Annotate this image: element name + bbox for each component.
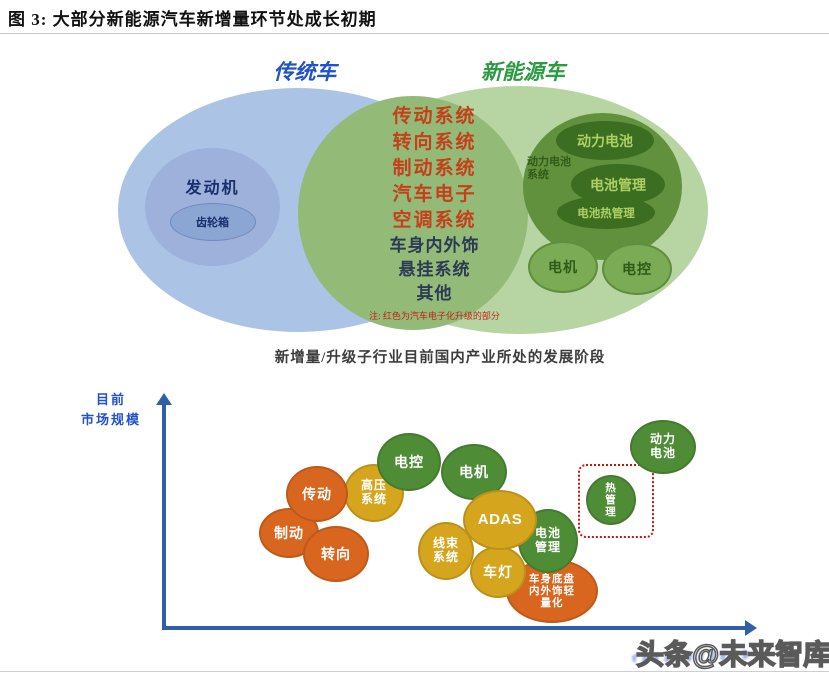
x-axis-line [162, 626, 746, 630]
thermal-management-highlight-box [578, 464, 654, 538]
overlap-item-red: 空调系统 [392, 210, 477, 231]
battery-system-label: 动力电池 系统 [527, 156, 587, 182]
battery-thermal-pill: 电池热管理 [557, 196, 655, 229]
watermark-text: 头条@未来智库 [635, 638, 829, 671]
engine-label: 发动机 [185, 179, 240, 197]
stage-bubble-热管理: 热管理 [586, 475, 636, 525]
power-battery-pill: 动力电池 [556, 121, 654, 160]
venn-overlap-ellipse [298, 96, 528, 330]
overlap-item-list: 传动系统 转向系统 制动系统 汽车电子 空调系统 车身内外饰 悬挂系统 其他 注… [337, 104, 532, 322]
overlap-item-red: 汽车电子 [392, 184, 477, 205]
stage-bubble-ADAS: ADAS [463, 490, 537, 550]
stage-bubble-传动: 传动 [286, 466, 348, 522]
stage-bubble-电控: 电控 [377, 433, 441, 491]
overlap-item-dark: 车身内外饰 [389, 236, 480, 255]
y-axis-label-line2: 市场规模 [80, 412, 141, 427]
x-axis-arrow-icon [745, 620, 757, 636]
title-divider [0, 33, 829, 34]
battery-system-label-line1: 动力电池 [527, 156, 571, 168]
stage-bubble-动力电池: 动力电池 [630, 420, 696, 474]
figure-title: 图 3: 大部分新能源汽车新增量环节处成长初期 [8, 10, 377, 29]
e-control-ellipse: 电控 [602, 243, 672, 295]
motor-ellipse: 电机 [528, 241, 598, 293]
stage-bubble-线束系统: 线束系统 [418, 522, 474, 580]
y-axis-line [162, 404, 166, 628]
overlap-item-red: 转向系统 [392, 132, 477, 153]
stage-chart-title: 新增量/升级子行业目前国内产业所处的发展阶段 [274, 350, 606, 366]
overlap-item-dark: 其他 [416, 284, 453, 303]
new-energy-car-label: 新能源车 [481, 60, 565, 84]
y-axis-label: 目前 市场规模 [72, 390, 150, 430]
y-axis-label-line1: 目前 [95, 392, 126, 407]
battery-system-label-line2: 系统 [527, 169, 549, 181]
overlap-item-red: 制动系统 [392, 158, 477, 179]
overlap-item-dark: 悬挂系统 [398, 260, 471, 279]
gearbox-ellipse: 齿轮箱 [169, 202, 256, 241]
overlap-footnote: 注: 红色为汽车电子化升级的部分 [369, 311, 500, 321]
stage-bubble-转向: 转向 [303, 526, 369, 582]
y-axis-arrow-icon [156, 393, 172, 405]
engine-ellipse: 发动机 齿轮箱 [145, 148, 280, 266]
stage-bubble-车灯: 车灯 [470, 546, 526, 598]
overlap-item-red: 传动系统 [392, 106, 477, 127]
traditional-car-label: 传统车 [273, 60, 337, 84]
page-bottom-divider [0, 671, 829, 672]
